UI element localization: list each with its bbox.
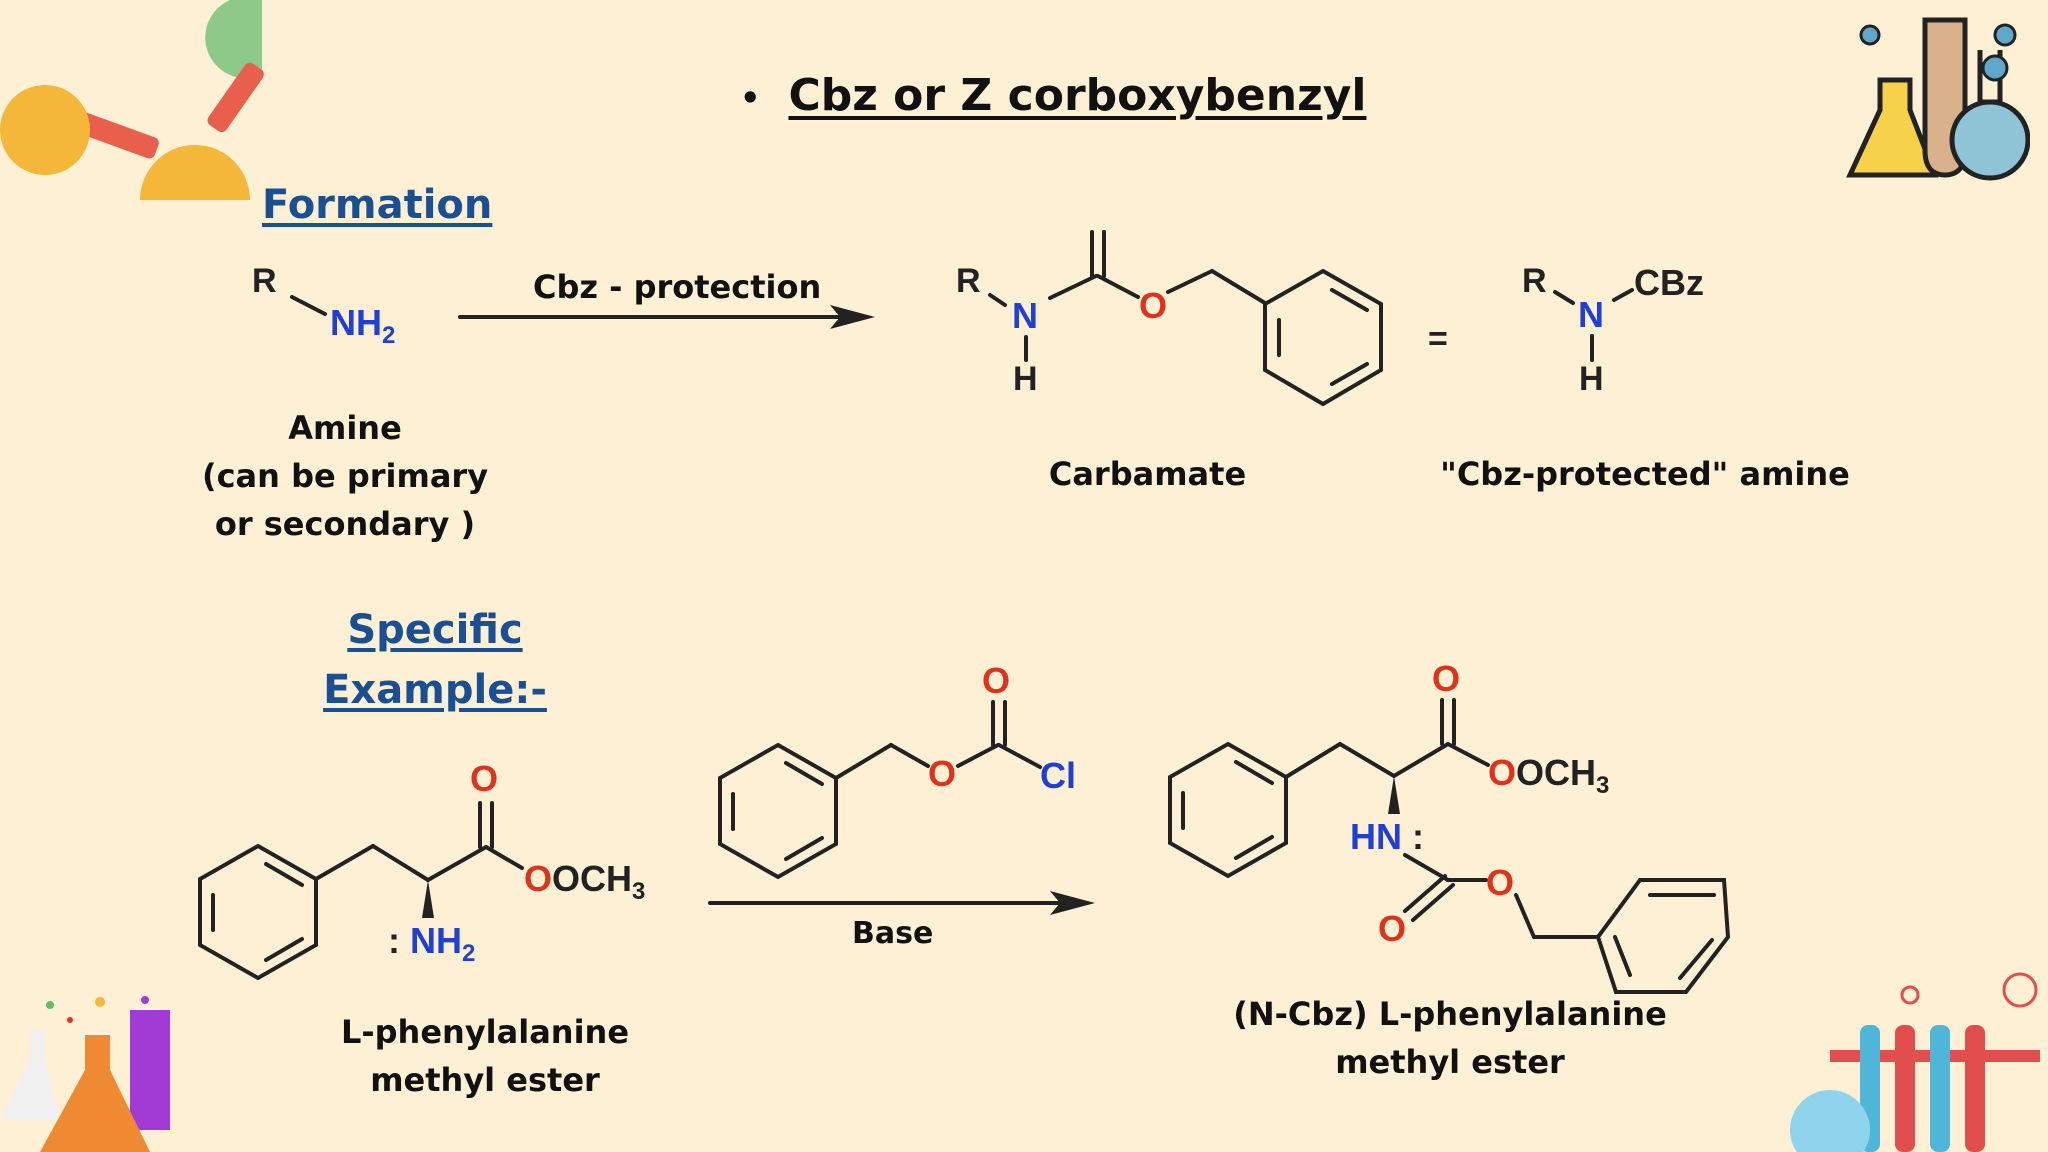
product-caption-line: methyl ester — [1335, 1043, 1565, 1081]
title-bullet: • — [740, 79, 761, 117]
protected-r-label: R — [1522, 262, 1547, 300]
reactant-wedge-bond — [422, 880, 434, 918]
reactant-o-label: O — [470, 758, 499, 799]
carbamate-bond-c-o — [1096, 274, 1140, 299]
chemistry-beakers-icon — [0, 996, 170, 1152]
reactant-bond-c-och3 — [484, 845, 524, 870]
product-wedge-bond — [1388, 776, 1400, 814]
specific-example-heading: Specific Example:- — [320, 600, 550, 720]
formation-heading: Formation — [262, 182, 493, 228]
product-carbamate-o-label: O — [1378, 908, 1407, 949]
formation-arrow-head — [830, 305, 875, 329]
product-bond-n-c — [1403, 853, 1450, 882]
carbamate-r-label: R — [956, 262, 981, 300]
protected-n-label: N — [1578, 294, 1604, 335]
amine-caption-line: (can be primary — [201, 457, 489, 495]
product-benzene-ring-2 — [1595, 878, 1731, 994]
product-hn-label: HN: — [1350, 816, 1424, 857]
amine-caption: Amine (can be primary or secondary ) — [180, 404, 510, 548]
protected-cbz-label: CBz — [1634, 262, 1704, 303]
equals-sign: = — [1428, 320, 1448, 358]
specific-example-heading-line: Specific — [347, 607, 523, 653]
example-arrow-label: Base — [852, 916, 934, 951]
product-bond-ring-ch2 — [1284, 742, 1342, 779]
protected-amine-caption: "Cbz-protected" amine — [1440, 455, 1850, 493]
amine-nh2-label: NH2 — [330, 302, 396, 350]
product-och3-label: OOCH3 — [1488, 752, 1610, 800]
reactant-nh2-label: :NH2 — [388, 920, 476, 968]
protected-bond-n-cbz — [1612, 288, 1634, 302]
reagent-bond-ch2-o — [889, 743, 930, 768]
product-ester-o-label: O — [1486, 862, 1515, 903]
product-bond-co2-double-2 — [1411, 883, 1455, 922]
carbamate-n-label: N — [1012, 295, 1038, 336]
protected-h-label: H — [1579, 360, 1604, 398]
amine-caption-line: or secondary ) — [214, 505, 476, 543]
carbamate-h-label: H — [1013, 360, 1038, 398]
product-benzene-ring-1 — [1168, 741, 1288, 879]
product-bond-ca-c — [1392, 742, 1450, 778]
reagent-bond-o-c — [956, 743, 1000, 768]
title-text: Cbz or Z corboxybenzyl — [788, 70, 1367, 121]
reactant-caption: L-phenylalanine methyl ester — [300, 1008, 670, 1104]
carbamate-bond-r-n — [988, 293, 1007, 307]
lab-flasks-icon — [1846, 17, 2030, 181]
reagent-benzene-ring — [718, 742, 838, 880]
protected-bond-r-n — [1553, 290, 1575, 305]
product-bond-o-ch2 — [1514, 893, 1536, 939]
reagent-cl-label: Cl — [1040, 755, 1076, 796]
product-caption-line: (N-Cbz) L-phenylalanine — [1233, 995, 1667, 1033]
reactant-bond-ring-ch2 — [314, 844, 375, 881]
formation-arrow-label: Cbz - protection — [533, 268, 822, 306]
reactant-bond-ch2-ca — [371, 844, 430, 882]
product-bond-ch2-ca — [1338, 742, 1396, 778]
amine-bond — [290, 295, 327, 316]
test-tubes-icon — [1790, 972, 2040, 1152]
carbamate-bond-ch2-ring — [1210, 269, 1267, 305]
reactant-benzene-ring — [198, 843, 318, 981]
product-caption: (N-Cbz) L-phenylalanine methyl ester — [1220, 990, 1680, 1086]
reactant-caption-line: L-phenylalanine — [340, 1013, 630, 1051]
carbamate-o-label: O — [1139, 285, 1168, 326]
reagent-carbonyl-o-label: O — [982, 660, 1011, 701]
reactant-bond-ca-c — [426, 845, 488, 882]
product-bond-c-och3 — [1446, 742, 1490, 767]
reagent-bond-c-cl — [997, 743, 1042, 769]
carbamate-benzene-ring — [1263, 268, 1383, 407]
reactant-och3-label: OOCH3 — [524, 858, 646, 906]
product-bond-co2-double-1 — [1403, 874, 1447, 913]
reagent-bond-ring-ch2 — [834, 743, 893, 780]
specific-example-heading-line: Example:- — [323, 667, 547, 713]
product-carbonyl-o-label: O — [1432, 658, 1461, 699]
carbamate-bond-o-ch2 — [1166, 269, 1214, 294]
carbamate-caption: Carbamate — [1048, 455, 1247, 493]
reactant-caption-line: methyl ester — [370, 1061, 600, 1099]
page-title: • Cbz or Z corboxybenzyl — [740, 70, 1440, 121]
reagent-ester-o-label: O — [928, 753, 957, 794]
amine-r-label: R — [252, 262, 277, 300]
molecule-decoration-icon — [0, 0, 264, 200]
carbamate-bond-n-c — [1048, 274, 1098, 300]
example-arrow-head — [1050, 891, 1095, 915]
amine-caption-line: Amine — [288, 409, 402, 447]
